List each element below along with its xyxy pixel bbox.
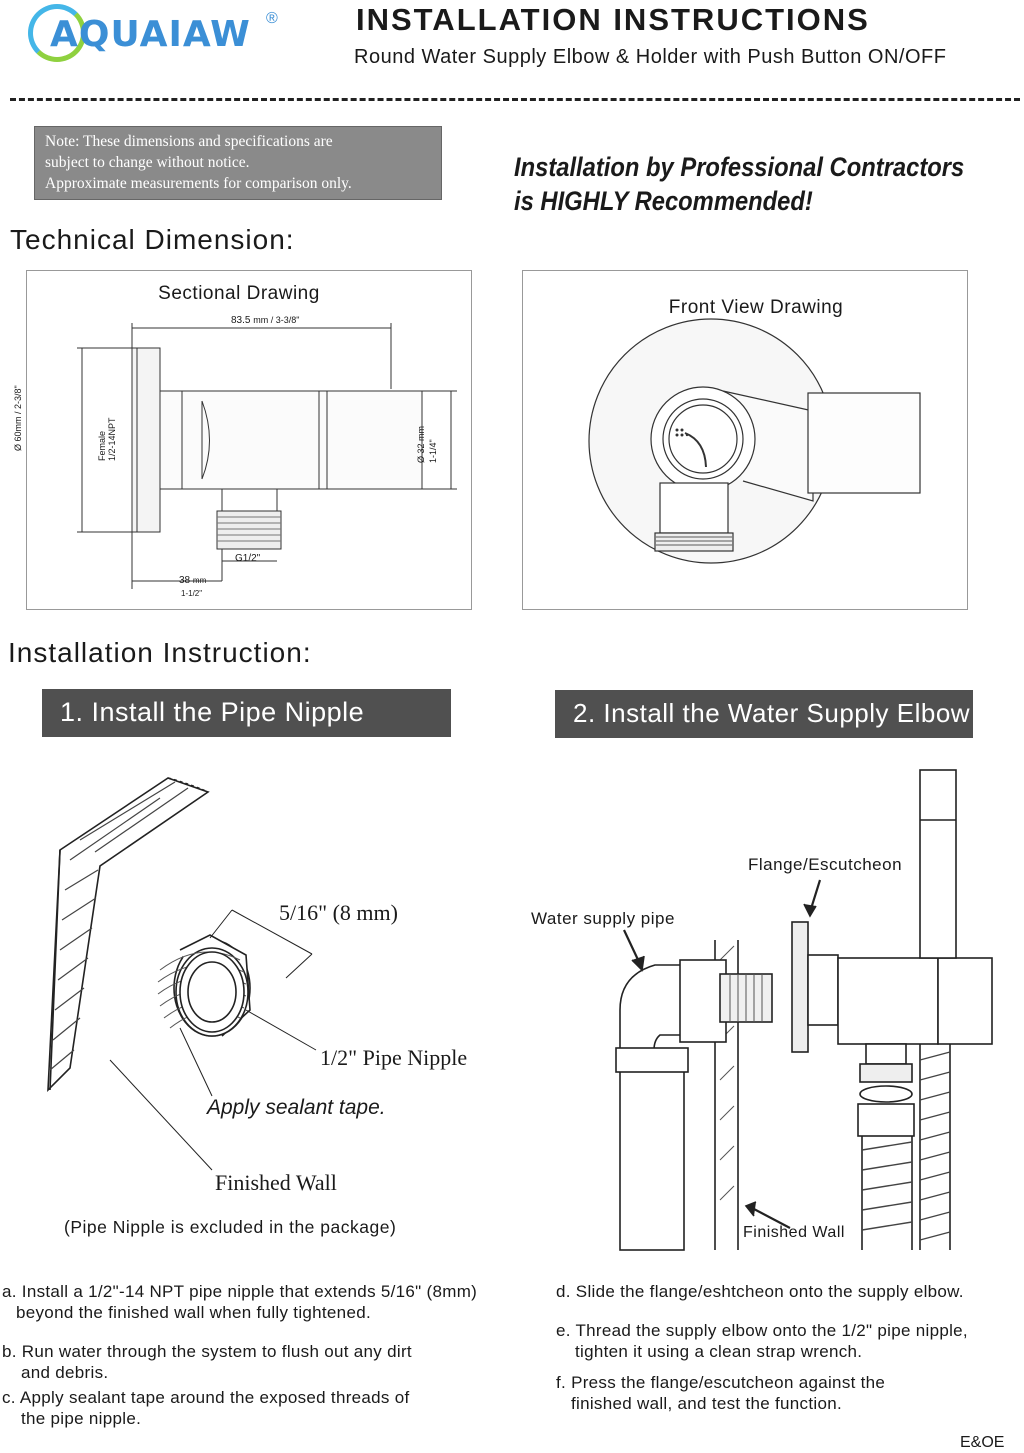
brand-logo: AQUAIAW ® <box>28 4 288 64</box>
page-title: INSTALLATION INSTRUCTIONS <box>356 2 870 37</box>
installation-heading: Installation Instruction: <box>8 637 312 668</box>
logo-ring-icon <box>28 4 86 62</box>
finished-wall-label-step1: Finished Wall <box>215 1170 337 1195</box>
disclaimer-note: Note: These dimensions and specification… <box>34 126 442 200</box>
depth-inches: 1-1/2" <box>181 589 203 598</box>
note-line: Approximate measurements for comparison … <box>45 175 352 192</box>
instruction-c: c. Apply sealant tape around the exposed… <box>2 1388 410 1407</box>
flange-label: Flange/Escutcheon <box>748 855 903 874</box>
front-view-drawing <box>588 318 921 564</box>
outlet-thread-label: G1/2" <box>235 553 261 564</box>
length-dimension: 83.5 mm / 3-3/8" <box>231 315 299 326</box>
instruction-a: a. Install a 1/2"-14 NPT pipe nipple tha… <box>2 1282 478 1301</box>
instruction-e: e. Thread the supply elbow onto the 1/2"… <box>556 1321 968 1340</box>
supply-pipe-label: Water supply pipe <box>531 909 675 928</box>
length-unit: mm / 3-3/8" <box>253 315 300 325</box>
body-dim-line-1: Ø 32 mm <box>416 425 426 463</box>
extension-dimension: 5/16" (8 mm) <box>279 900 398 925</box>
registered-mark: ® <box>266 10 278 27</box>
instruction-d: d. Slide the flange/eshtcheon onto the s… <box>556 1282 964 1301</box>
shower-icon <box>675 428 689 437</box>
excluded-note: (Pipe Nipple is excluded in the package) <box>64 1217 397 1237</box>
front-view-title: Front View Drawing <box>668 297 844 318</box>
eoe-note: E&OE <box>960 1434 1005 1451</box>
depth-value: 38 <box>179 575 191 586</box>
instruction-b: b. Run water through the system to flush… <box>2 1342 412 1361</box>
length-value: 83.5 <box>231 315 251 326</box>
brand-name: AQUAIAW <box>50 14 251 55</box>
instructions-right: d. Slide the flange/eshtcheon onto the s… <box>556 1281 968 1414</box>
pipe-nipple-label: 1/2" Pipe Nipple <box>320 1045 468 1070</box>
header-divider <box>10 98 1020 101</box>
instruction-a-cont: beyond the finished wall when fully tigh… <box>16 1303 371 1322</box>
instruction-f: f. Press the flange/escutcheon against t… <box>556 1373 886 1392</box>
thread-line-1: Female <box>97 430 107 461</box>
recommendation-line: Installation by Professional Contractors <box>514 152 965 182</box>
depth-unit: mm <box>192 576 207 585</box>
body-dim-line-2: 1-1/4" <box>428 439 438 463</box>
front-view-panel: Front View Drawing <box>522 270 968 610</box>
instruction-e-cont: tighten it using a clean strap wrench. <box>575 1342 863 1361</box>
note-line: Note: These dimensions and specification… <box>45 133 333 150</box>
note-line: subject to change without notice. <box>45 154 250 171</box>
instruction-c-cont: the pipe nipple. <box>21 1409 142 1428</box>
step-2-banner: 2. Install the Water Supply Elbow <box>555 690 973 738</box>
female-thread-label: Female 1/2-14NPT <box>97 417 117 461</box>
depth-dimension: 38 mm <box>179 575 206 586</box>
body-diameter-dimension: Ø 32 mm 1-1/4" <box>415 426 439 463</box>
step-1-banner: 1. Install the Pipe Nipple <box>42 689 451 737</box>
instruction-f-cont: finished wall, and test the function. <box>571 1394 842 1413</box>
supply-elbow-illustration <box>615 769 993 1251</box>
page-subtitle: Round Water Supply Elbow & Holder with P… <box>354 46 947 68</box>
sectional-drawing-panel: Sectional Drawing <box>13 270 472 610</box>
sectional-drawing <box>77 323 457 589</box>
height-dimension: Ø 60mm / 2-3/8" <box>13 385 23 451</box>
pipe-nipple-illustration <box>47 777 317 1171</box>
thread-line-2: 1/2-14NPT <box>107 417 117 461</box>
instruction-b-cont: and debris. <box>21 1363 109 1382</box>
finished-wall-label-step2: Finished Wall <box>743 1224 845 1241</box>
sealant-label: Apply sealant tape. <box>207 1096 386 1119</box>
recommendation-line: is HIGHLY Recommended! <box>514 186 813 216</box>
instructions-left: a. Install a 1/2"-14 NPT pipe nipple tha… <box>2 1281 477 1429</box>
sectional-drawing-title: Sectional Drawing <box>158 283 320 304</box>
technical-dimension-heading: Technical Dimension: <box>10 224 295 255</box>
professional-recommendation: Installation by Professional Contractors… <box>514 150 964 218</box>
